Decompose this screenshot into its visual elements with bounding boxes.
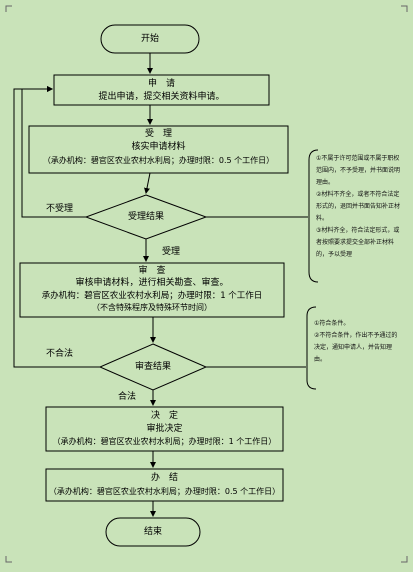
start-label: 开始 xyxy=(140,34,159,44)
review-box xyxy=(19,262,285,318)
review-agency: 承办机构：碧官区农业农村水利局；办理时限：1 个工作日 xyxy=(41,291,263,301)
apply-title: 申 请 xyxy=(147,79,175,89)
review-decision-label: 审查结果 xyxy=(134,362,171,372)
apply-desc: 提出申请，提交相关资料申请。 xyxy=(98,92,225,102)
accept-note-brace xyxy=(308,149,319,283)
accept-condition-3: ③材料齐全，符合法定形式，或者按照要求提交全部补正材料的，予以受理 xyxy=(316,227,400,258)
decide-desc: 审批决定 xyxy=(146,424,183,434)
review-note-brace xyxy=(306,306,317,390)
crop-mark xyxy=(5,5,12,12)
review-desc: 审核申请材料，进行相关勘查、审查。 xyxy=(75,278,229,288)
handle-agency: （承办机构：碧官区农业农村水利局；办理时限：0.5 个工作日） xyxy=(48,487,281,496)
review-title: 审 查 xyxy=(138,266,166,276)
not-accepted-label: 不受理 xyxy=(46,204,74,214)
accept-agency: （承办机构：碧官区农业农村水利局；办理时限：0.5 个工作日） xyxy=(42,156,275,165)
accept-condition-2: ②材料不齐全，或者不符合法定形式的，退回并书面告知补正材料。 xyxy=(316,191,401,222)
review-condition-2: ②不符合条件，作出不予通过的决定，通知申请人，并告知理由。 xyxy=(314,332,398,363)
crop-mark xyxy=(5,556,12,563)
apply-box xyxy=(53,74,270,106)
review-note: （不含特殊程序及特殊环节时间） xyxy=(92,303,212,312)
accept-desc: 核实申请材料 xyxy=(131,142,186,152)
not-qualified-label: 不合法 xyxy=(46,349,74,359)
accept-decision-label: 受理结果 xyxy=(127,212,164,222)
crop-mark xyxy=(401,556,408,563)
decide-title: 决 定 xyxy=(150,411,178,421)
qualified-label: 合法 xyxy=(118,392,137,402)
accept-condition-1: ①不属于许可范围或不属于职权范围内，不予受理，并书面说明理由。 xyxy=(316,155,401,186)
accepted-label: 受理 xyxy=(162,247,181,257)
review-conditions-note: ①符合条件。 ②不符合条件，作出不予通过的决定，通知申请人，并告知理由。 xyxy=(314,318,400,366)
accept-conditions-note: ①不属于许可范围或不属于职权范围内，不予受理，并书面说明理由。 ②材料不齐全，或… xyxy=(316,153,402,261)
handle-title: 办 结 xyxy=(150,473,178,483)
decide-agency: （承办机构：碧官区农业农村水利局；办理时限：1 个工作日） xyxy=(52,437,277,446)
end-terminal xyxy=(105,517,201,547)
accept-box xyxy=(28,125,289,174)
review-condition-1: ①符合条件。 xyxy=(314,320,350,327)
end-label: 结束 xyxy=(143,527,162,537)
crop-mark xyxy=(401,5,408,12)
handle-box xyxy=(45,468,284,502)
decide-box xyxy=(45,406,284,452)
accept-title: 受 理 xyxy=(144,129,172,139)
